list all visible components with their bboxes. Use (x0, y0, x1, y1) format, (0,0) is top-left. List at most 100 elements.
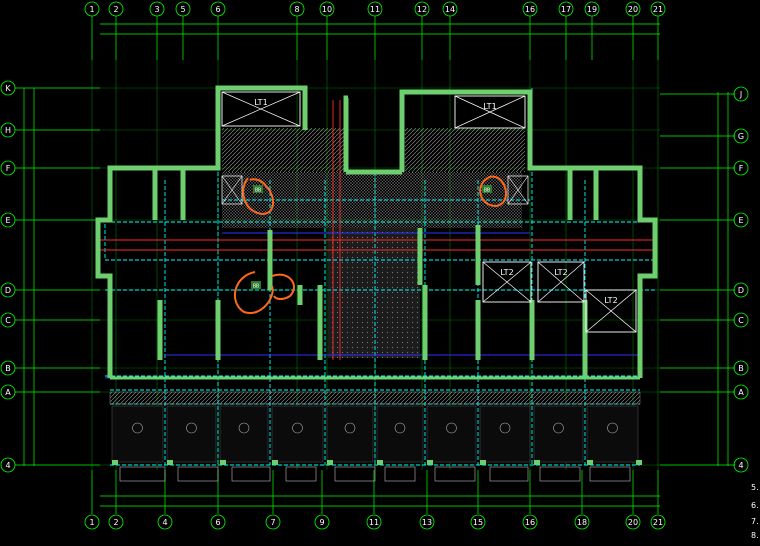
svg-text:B: B (738, 364, 744, 373)
axis-right-B: B (733, 360, 749, 376)
axis-left-C: C (0, 312, 16, 328)
svg-text:A: A (738, 388, 744, 397)
axis-top-5: 5 (175, 1, 191, 17)
bay-9 (533, 405, 584, 465)
axis-left-H: H (0, 122, 16, 138)
svg-text:6: 6 (215, 518, 220, 527)
bay-4 (271, 405, 324, 465)
elevator-1: LT1 (221, 91, 301, 127)
svg-text:11: 11 (369, 518, 379, 527)
axis-right-F: F (733, 160, 749, 176)
axis-top-17: 17 (558, 1, 574, 17)
svg-text:BB: BB (253, 284, 259, 290)
red-lines (98, 100, 655, 360)
axis-top-12: 12 (414, 1, 430, 17)
axis-right-G: G (733, 128, 749, 144)
axis-bottom-6: 6 (210, 514, 226, 530)
axis-top-1: 1 (84, 1, 100, 17)
svg-text:2: 2 (113, 5, 118, 14)
svg-text:14: 14 (445, 5, 455, 14)
svg-text:F: F (739, 164, 744, 173)
note-marks: 5.6.7.8. (751, 483, 759, 540)
svg-text:K: K (5, 84, 11, 93)
svg-text:D: D (738, 286, 744, 295)
svg-text:4: 4 (162, 518, 167, 527)
svg-text:20: 20 (628, 5, 638, 14)
svg-text:G: G (738, 132, 744, 141)
axis-right-4: 4 (733, 457, 749, 473)
svg-text:15: 15 (473, 518, 483, 527)
note-mark-1: 5. (751, 483, 759, 492)
axis-left-E: E (0, 212, 16, 228)
bay-5 (326, 405, 374, 465)
elevator-4: LT2 (537, 261, 585, 303)
axis-top-8: 8 (289, 1, 305, 17)
svg-text:18: 18 (577, 518, 587, 527)
svg-text:2: 2 (113, 518, 118, 527)
stair-box-1 (221, 175, 243, 205)
walls (95, 85, 658, 380)
svg-text:8: 8 (294, 5, 299, 14)
svg-text:21: 21 (653, 5, 663, 14)
axis-left-4: 4 (0, 457, 16, 473)
axis-bottom-11: 11 (366, 514, 382, 530)
svg-text:4: 4 (738, 461, 743, 470)
svg-text:17: 17 (561, 5, 571, 14)
svg-text:BB: BB (484, 188, 490, 194)
svg-text:C: C (738, 316, 744, 325)
dimension-lines (23, 23, 729, 507)
axis-left-B: B (0, 360, 16, 376)
svg-text:F: F (6, 164, 11, 173)
svg-text:BB: BB (255, 188, 261, 194)
axis-bottom-20: 20 (625, 514, 641, 530)
axis-top-2: 2 (108, 1, 124, 17)
annotation-circles (234, 175, 507, 315)
svg-text:LT1: LT1 (483, 102, 496, 111)
axis-bottom-2: 2 (108, 514, 124, 530)
svg-text:A: A (5, 388, 11, 397)
svg-text:1: 1 (89, 518, 94, 527)
svg-text:10: 10 (322, 5, 332, 14)
axis-left-D: D (0, 282, 16, 298)
bay-7 (426, 405, 477, 465)
svg-text:6: 6 (215, 5, 220, 14)
axis-bottom-7: 7 (265, 514, 281, 530)
svg-text:16: 16 (525, 518, 535, 527)
bay-3 (219, 405, 269, 465)
svg-text:LT2: LT2 (554, 268, 567, 277)
stair-markers: BB BB BB (221, 175, 529, 290)
svg-text:C: C (5, 316, 11, 325)
svg-text:LT2: LT2 (500, 268, 513, 277)
svg-text:9: 9 (319, 518, 324, 527)
axis-top-14: 14 (442, 1, 458, 17)
axis-right-E: E (733, 212, 749, 228)
elevator-2: LT1 (454, 95, 526, 129)
svg-text:B: B (5, 364, 11, 373)
axis-bottom-1: 1 (84, 514, 100, 530)
axis-top-16: 16 (522, 1, 538, 17)
axis-top-21: 21 (650, 1, 666, 17)
svg-text:19: 19 (587, 5, 597, 14)
svg-text:13: 13 (422, 518, 432, 527)
elevator-3: LT2 (482, 261, 532, 303)
svg-text:H: H (5, 126, 11, 135)
axis-top-20: 20 (625, 1, 641, 17)
svg-text:4: 4 (5, 461, 10, 470)
svg-text:16: 16 (525, 5, 535, 14)
svg-text:3: 3 (154, 5, 159, 14)
axis-right-A: A (733, 384, 749, 400)
svg-text:11: 11 (370, 5, 380, 14)
stair-box-2 (507, 175, 529, 205)
axis-left-A: A (0, 384, 16, 400)
note-mark-2: 6. (751, 501, 759, 510)
bay-8 (479, 405, 531, 465)
svg-text:1: 1 (89, 5, 94, 14)
svg-text:D: D (5, 286, 11, 295)
svg-text:E: E (738, 216, 743, 225)
svg-text:12: 12 (417, 5, 427, 14)
note-mark-4: 8. (751, 531, 759, 540)
svg-text:7: 7 (270, 518, 275, 527)
bay-6 (376, 405, 424, 465)
